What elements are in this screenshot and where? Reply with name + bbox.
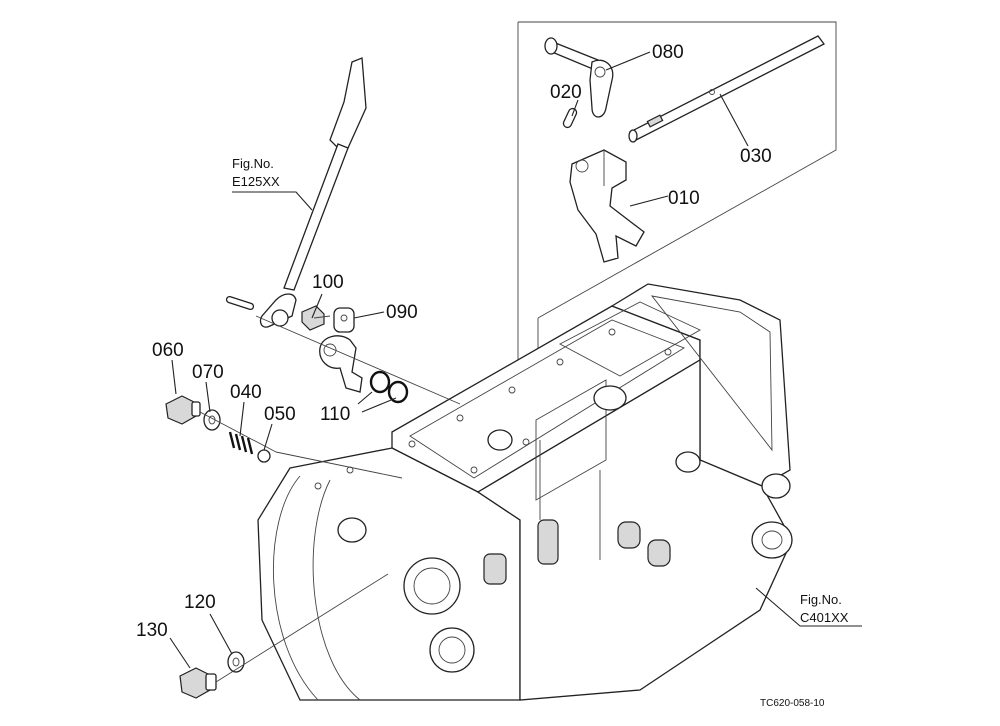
fig-ref-c401xx-line2: C401XX bbox=[800, 610, 849, 625]
bolt-100 bbox=[301, 305, 331, 331]
label-040: 040 bbox=[230, 382, 262, 403]
label-050: 050 bbox=[264, 404, 296, 425]
label-110: 110 bbox=[320, 404, 350, 425]
shift-fork-010 bbox=[569, 149, 645, 263]
o-rings-110 bbox=[369, 370, 409, 404]
label-080: 080 bbox=[652, 42, 684, 63]
assembly-lines bbox=[199, 315, 461, 683]
fig-ref-c401xx-line1: Fig.No. bbox=[800, 592, 842, 607]
spring-pin-020 bbox=[562, 107, 578, 129]
fig-ref-e125xx-line1: Fig.No. bbox=[232, 156, 274, 171]
shift-rod-030 bbox=[628, 35, 825, 143]
label-060: 060 bbox=[152, 340, 184, 361]
fig-ref-e125xx: Fig.No. E125XX bbox=[232, 156, 280, 189]
plug-130 bbox=[179, 667, 217, 699]
plug-060 bbox=[165, 395, 201, 425]
label-090: 090 bbox=[386, 302, 418, 323]
label-100: 100 bbox=[312, 272, 344, 293]
fig-ref-c401xx: Fig.No. C401XX bbox=[800, 592, 849, 625]
label-020: 020 bbox=[550, 82, 582, 103]
drawing-code: TC620-058-10 bbox=[760, 698, 825, 709]
part-labels: 080 020 030 010 100 090 060 070 040 050 … bbox=[136, 42, 772, 641]
washer-070 bbox=[203, 409, 221, 431]
detent-plate-090 bbox=[319, 307, 363, 393]
label-030: 030 bbox=[740, 146, 772, 167]
label-120: 120 bbox=[184, 592, 216, 613]
leader-lines bbox=[169, 51, 862, 669]
spring-040 bbox=[228, 431, 254, 455]
label-070: 070 bbox=[192, 362, 224, 383]
fig-ref-e125xx-line2: E125XX bbox=[232, 174, 280, 189]
label-010: 010 bbox=[668, 188, 700, 209]
transmission-case bbox=[257, 283, 793, 701]
shift-arm-080 bbox=[544, 37, 614, 118]
shift-lever bbox=[225, 57, 367, 328]
ball-050 bbox=[257, 449, 271, 463]
label-130: 130 bbox=[136, 620, 168, 641]
